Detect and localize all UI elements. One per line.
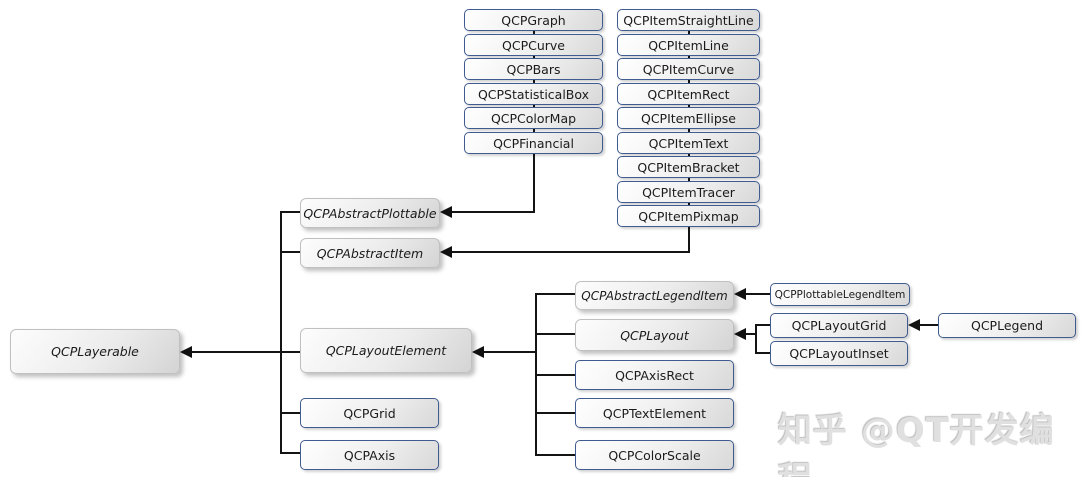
class-box-qcpitemstraightline: QCPItemStraightLine xyxy=(617,9,760,31)
class-box-qcpabstractitem: QCPAbstractItem xyxy=(300,238,440,268)
class-box-qcpstatisticalbox: QCPStatisticalBox xyxy=(464,83,603,105)
connector-line xyxy=(280,251,301,253)
inheritance-arrowhead-icon xyxy=(908,319,920,331)
connector-line xyxy=(920,324,938,326)
class-box-qcpgraph: QCPGraph xyxy=(464,9,603,31)
connector-line xyxy=(535,293,576,295)
class-box-qcpbars: QCPBars xyxy=(464,58,603,80)
inheritance-arrowhead-icon xyxy=(472,346,484,358)
inheritance-arrowhead-icon xyxy=(180,346,192,358)
watermark: 知乎 @QT开发编程 xyxy=(778,411,1055,477)
class-box-qcpitemcurve: QCPItemCurve xyxy=(617,58,760,80)
class-box-qcplayoutinset: QCPLayoutInset xyxy=(770,341,908,366)
class-box-qcplayerable: QCPLayerable xyxy=(10,329,180,374)
connector-line xyxy=(192,351,301,353)
connector-line xyxy=(535,333,576,335)
connector-line xyxy=(280,412,301,414)
connector-line xyxy=(484,351,536,353)
connector-line xyxy=(280,212,282,454)
connector-line xyxy=(535,412,576,414)
class-box-qcpitemtracer: QCPItemTracer xyxy=(617,181,760,203)
class-box-qcpfinancial: QCPFinancial xyxy=(464,132,603,154)
class-box-qcpitempixmap: QCPItemPixmap xyxy=(617,205,760,227)
class-box-qcplegend: QCPLegend xyxy=(938,313,1076,338)
class-box-qcplayoutelement: QCPLayoutElement xyxy=(300,328,472,373)
connector-line xyxy=(452,251,689,253)
class-box-qcpcolorscale: QCPColorScale xyxy=(575,440,734,470)
class-box-qcpitemrect: QCPItemRect xyxy=(617,83,760,105)
connector-line xyxy=(755,352,770,354)
connector-line xyxy=(746,293,770,295)
class-box-qcptextelement: QCPTextElement xyxy=(575,398,734,428)
class-box-qcpitemtext: QCPItemText xyxy=(617,132,760,154)
inheritance-arrowhead-icon xyxy=(440,246,452,258)
class-box-qcplayoutgrid: QCPLayoutGrid xyxy=(770,313,908,338)
class-box-qcpcolormap: QCPColorMap xyxy=(464,107,603,129)
connector-line xyxy=(280,211,301,213)
inheritance-arrowhead-icon xyxy=(734,288,746,300)
class-box-qcpcurve: QCPCurve xyxy=(464,34,603,56)
class-box-qcpitembracket: QCPItemBracket xyxy=(617,156,760,178)
class-box-qcpabstractplottable: QCPAbstractPlottable xyxy=(300,198,440,228)
inheritance-arrowhead-icon xyxy=(440,206,452,218)
connector-line xyxy=(535,454,576,456)
connector-line xyxy=(452,211,534,213)
connector-line xyxy=(280,452,301,454)
class-box-qcpitemellipse: QCPItemEllipse xyxy=(617,107,760,129)
class-box-qcpplottablelegenditem: QCPPlottableLegendItem xyxy=(770,283,910,306)
connector-line xyxy=(535,374,576,376)
inheritance-arrowhead-icon xyxy=(734,328,746,340)
class-box-qcpitemline: QCPItemLine xyxy=(617,34,760,56)
class-box-qcpgrid: QCPGrid xyxy=(300,398,439,428)
class-box-qcpaxisrect: QCPAxisRect xyxy=(575,360,734,390)
connector-line xyxy=(755,325,757,354)
class-box-qcpaxis: QCPAxis xyxy=(300,440,439,470)
connector-line xyxy=(746,333,756,335)
connector-line xyxy=(755,324,770,326)
class-box-qcplayout: QCPLayout xyxy=(575,319,734,351)
class-box-qcpabstractlegenditem: QCPAbstractLegendItem xyxy=(575,281,734,310)
